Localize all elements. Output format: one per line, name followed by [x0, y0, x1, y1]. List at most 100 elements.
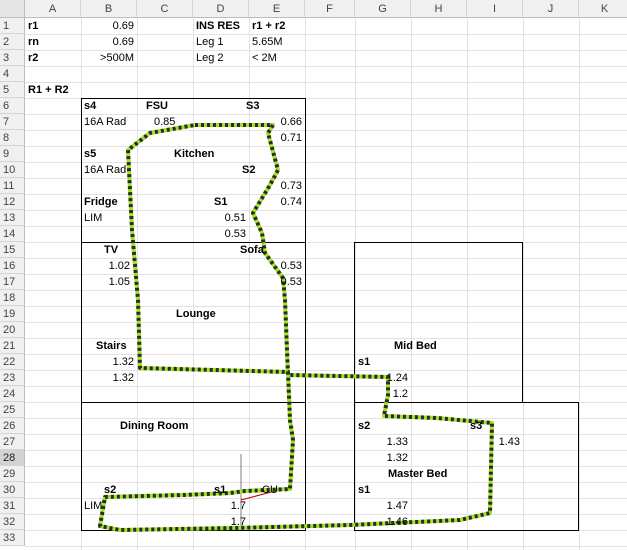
- row-header-2[interactable]: 2: [0, 34, 25, 50]
- cell-e6[interactable]: S3: [246, 100, 260, 112]
- row-header-15[interactable]: 15: [0, 242, 25, 258]
- cell-d31[interactable]: 1.7: [230, 500, 246, 512]
- cell-b15[interactable]: TV: [104, 244, 119, 256]
- column-header-j[interactable]: J: [523, 0, 579, 18]
- cell-a5[interactable]: R1 + R2: [28, 84, 69, 96]
- cell-b10[interactable]: 16A Rad: [84, 164, 127, 176]
- cell-g32[interactable]: 1.46: [386, 516, 408, 528]
- row-header-30[interactable]: 30: [0, 482, 25, 498]
- row-header-12[interactable]: 12: [0, 194, 25, 210]
- cell-a1[interactable]: r1: [28, 20, 39, 32]
- cell-b2[interactable]: 0.69: [112, 36, 134, 48]
- cell-g29[interactable]: Master Bed: [388, 468, 448, 480]
- cell-c19[interactable]: Lounge: [176, 308, 216, 320]
- cell-d13[interactable]: 0.51: [224, 212, 246, 224]
- cell-b17[interactable]: 1.05: [108, 276, 130, 288]
- select-all-corner[interactable]: [0, 0, 25, 18]
- cell-b3[interactable]: >500M: [100, 52, 134, 64]
- column-header-g[interactable]: G: [355, 0, 411, 18]
- cell-g27[interactable]: 1.33: [386, 436, 408, 448]
- cell-i27[interactable]: 1.43: [498, 436, 520, 448]
- row-header-24[interactable]: 24: [0, 386, 25, 402]
- row-header-29[interactable]: 29: [0, 466, 25, 482]
- cell-b22[interactable]: 1.32: [112, 356, 134, 368]
- cell-e30[interactable]: CU: [262, 484, 278, 496]
- row-header-17[interactable]: 17: [0, 274, 25, 290]
- column-header-f[interactable]: F: [305, 0, 355, 18]
- cell-i26[interactable]: s3: [470, 420, 483, 432]
- cell-g24[interactable]: 1.2: [392, 388, 408, 400]
- row-header-22[interactable]: 22: [0, 354, 25, 370]
- cell-e16[interactable]: 0.53: [280, 260, 302, 272]
- row-header-5[interactable]: 5: [0, 82, 25, 98]
- row-header-31[interactable]: 31: [0, 498, 25, 514]
- cell-e17[interactable]: 0.53: [280, 276, 302, 288]
- row-header-23[interactable]: 23: [0, 370, 25, 386]
- cell-d12[interactable]: S1: [214, 196, 228, 208]
- cell-e15[interactable]: Sofa: [240, 244, 264, 256]
- cell-b12[interactable]: Fridge: [84, 196, 118, 208]
- cell-d3[interactable]: Leg 2: [196, 52, 224, 64]
- cell-d2[interactable]: Leg 1: [196, 36, 224, 48]
- row-header-4[interactable]: 4: [0, 66, 25, 82]
- row-header-1[interactable]: 1: [0, 18, 25, 34]
- cell-g22[interactable]: s1: [358, 356, 371, 368]
- cell-a3[interactable]: r2: [28, 52, 39, 64]
- cell-g28[interactable]: 1.32: [386, 452, 408, 464]
- cell-c26[interactable]: Dining Room: [120, 420, 189, 432]
- cell-b9[interactable]: s5: [84, 148, 97, 160]
- cell-b21[interactable]: Stairs: [96, 340, 127, 352]
- column-header-b[interactable]: B: [81, 0, 137, 18]
- cell-b1[interactable]: 0.69: [112, 20, 134, 32]
- column-header-k[interactable]: K: [579, 0, 627, 18]
- cell-g30[interactable]: s1: [358, 484, 371, 496]
- cell-c9[interactable]: Kitchen: [174, 148, 215, 160]
- cell-b6[interactable]: s4: [84, 100, 97, 112]
- row-header-25[interactable]: 25: [0, 402, 25, 418]
- cell-g31[interactable]: 1.47: [386, 500, 408, 512]
- cell-b7[interactable]: 16A Rad: [84, 116, 127, 128]
- column-header-i[interactable]: I: [467, 0, 523, 18]
- column-header-a[interactable]: A: [25, 0, 81, 18]
- cell-e1[interactable]: r1 + r2: [252, 20, 286, 32]
- cell-g26[interactable]: s2: [358, 420, 371, 432]
- row-header-8[interactable]: 8: [0, 130, 25, 146]
- row-header-16[interactable]: 16: [0, 258, 25, 274]
- row-header-10[interactable]: 10: [0, 162, 25, 178]
- row-header-28[interactable]: 28: [0, 450, 25, 466]
- row-header-19[interactable]: 19: [0, 306, 25, 322]
- cell-e11[interactable]: 0.73: [280, 180, 302, 192]
- cell-g23[interactable]: 1.24: [386, 372, 408, 384]
- cell-b16[interactable]: 1.02: [108, 260, 130, 272]
- cell-e2[interactable]: 5.65M: [252, 36, 283, 48]
- cell-c6[interactable]: FSU: [146, 100, 168, 112]
- column-header-c[interactable]: C: [137, 0, 193, 18]
- cell-d1[interactable]: INS RES: [196, 20, 241, 32]
- column-header-e[interactable]: E: [249, 0, 305, 18]
- column-header-h[interactable]: H: [411, 0, 467, 18]
- cell-d32[interactable]: 1.7: [230, 516, 246, 528]
- cell-b23[interactable]: 1.32: [112, 372, 134, 384]
- cell-g21[interactable]: Mid Bed: [394, 340, 437, 352]
- cell-d14[interactable]: 0.53: [224, 228, 246, 240]
- column-header-d[interactable]: D: [193, 0, 249, 18]
- row-header-6[interactable]: 6: [0, 98, 25, 114]
- row-header-11[interactable]: 11: [0, 178, 25, 194]
- cell-e7[interactable]: 0.66: [280, 116, 302, 128]
- row-header-33[interactable]: 33: [0, 530, 25, 546]
- cell-e12[interactable]: 0.74: [280, 196, 302, 208]
- row-header-14[interactable]: 14: [0, 226, 25, 242]
- cell-a2[interactable]: rn: [28, 36, 39, 48]
- row-header-27[interactable]: 27: [0, 434, 25, 450]
- cell-b13[interactable]: LIM: [84, 212, 103, 224]
- cell-b31[interactable]: LIM: [84, 500, 103, 512]
- cell-d30[interactable]: s1: [214, 484, 227, 496]
- row-header-20[interactable]: 20: [0, 322, 25, 338]
- row-header-26[interactable]: 26: [0, 418, 25, 434]
- cell-e3[interactable]: < 2M: [252, 52, 277, 64]
- row-header-18[interactable]: 18: [0, 290, 25, 306]
- row-header-13[interactable]: 13: [0, 210, 25, 226]
- row-header-21[interactable]: 21: [0, 338, 25, 354]
- row-header-3[interactable]: 3: [0, 50, 25, 66]
